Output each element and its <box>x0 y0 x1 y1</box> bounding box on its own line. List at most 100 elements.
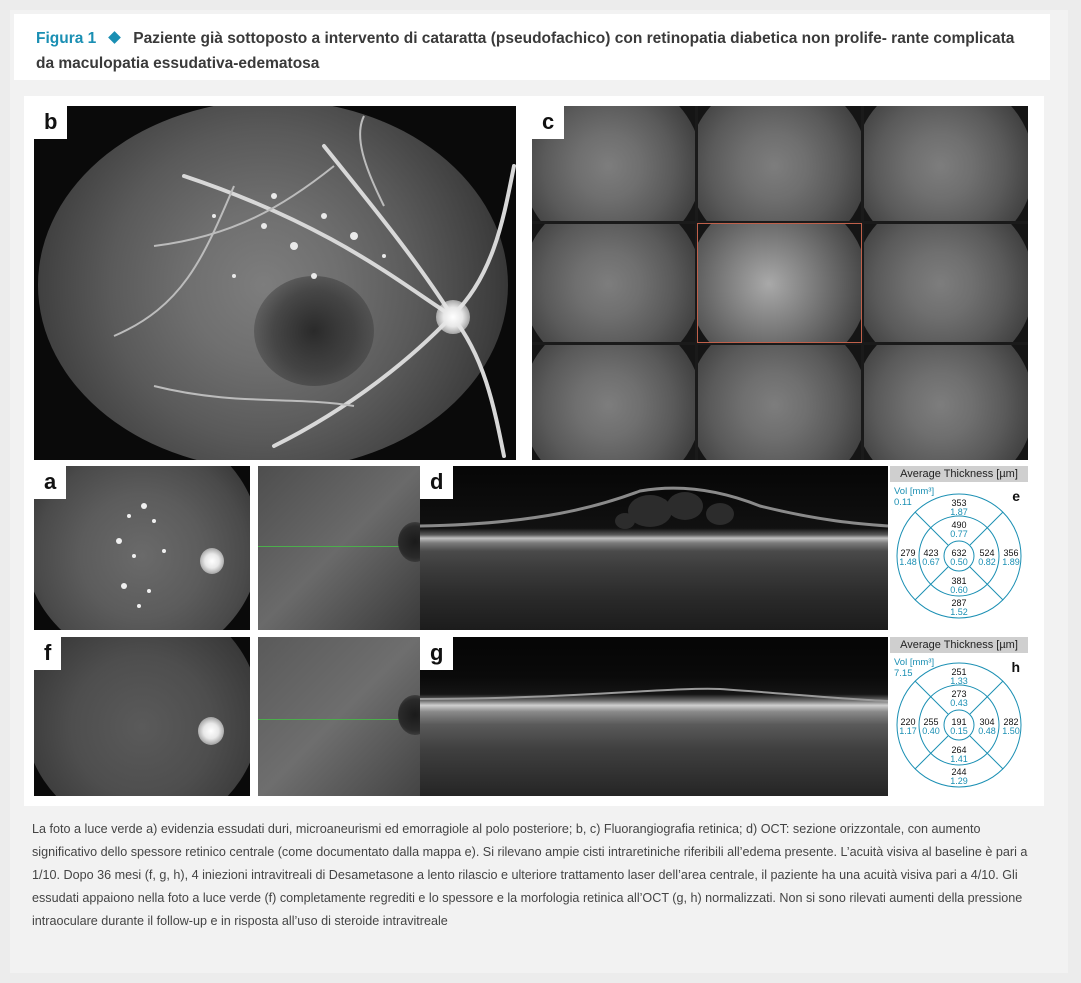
oct-cysts <box>420 486 888 529</box>
montage-fundus <box>698 106 861 221</box>
etdrs-grid-e: 353 1.87 490 0.77 279 1.48 423 0.67 632 … <box>896 493 1022 619</box>
montage-cell <box>864 106 1028 221</box>
optic-disc-ir <box>398 522 420 562</box>
exudates-a <box>116 503 166 608</box>
figure-label: Figura 1 <box>36 30 97 47</box>
optic-disc-b <box>436 300 470 334</box>
right-inner-vol: 0.82 <box>978 557 996 567</box>
ir-scan-image-followup <box>258 637 420 796</box>
montage-cell <box>698 106 861 221</box>
right-outer-value: 282 <box>1003 717 1018 727</box>
left-outer-value: 279 <box>900 548 915 558</box>
montage-fundus <box>698 345 861 460</box>
left-inner-value: 255 <box>923 717 938 727</box>
panel-label-b: b <box>34 106 68 139</box>
bottom-outer-vol: 1.29 <box>950 776 968 786</box>
vessels-b <box>113 115 516 458</box>
top-outer-value: 353 <box>951 498 966 508</box>
montage-fundus <box>532 345 695 460</box>
volume-unit: Vol [mm³] <box>894 657 935 668</box>
volume-label: Vol [mm³] 7.15 <box>894 657 934 679</box>
montage-fundus <box>864 345 1028 460</box>
panel-b-angiography: b <box>34 106 516 460</box>
left-outer-vol: 1.48 <box>899 557 917 567</box>
panel-label-a: a <box>34 466 67 499</box>
right-inner-value: 524 <box>979 548 994 558</box>
panel-label-f: f <box>34 637 62 670</box>
montage-fundus <box>864 106 1028 221</box>
top-outer-value: 251 <box>951 667 966 677</box>
bottom-outer-value: 244 <box>951 767 966 777</box>
left-outer-value: 220 <box>900 717 915 727</box>
left-inner-vol: 0.67 <box>922 557 940 567</box>
montage-cell <box>864 224 1028 342</box>
top-inner-vol: 0.77 <box>950 529 968 539</box>
bottom-inner-value: 264 <box>951 745 966 755</box>
montage-cell-center <box>697 223 862 343</box>
center-value: 191 <box>951 717 966 727</box>
left-inner-value: 423 <box>923 548 938 558</box>
panel-label-h: h <box>1011 659 1020 675</box>
montage-fundus <box>864 224 1028 342</box>
etdrs-grid-h: 251 1.33 273 0.43 220 1.17 255 0.40 191 … <box>896 662 1022 788</box>
bottom-inner-vol: 0.60 <box>950 585 968 595</box>
panel-d-oct-baseline: d <box>420 466 888 630</box>
right-outer-vol: 1.89 <box>1002 557 1020 567</box>
optic-disc-ir-followup <box>398 695 420 735</box>
panel-label-d: d <box>420 466 454 499</box>
bottom-inner-value: 381 <box>951 576 966 586</box>
figure-title-text: Paziente già sottoposto a intervento di … <box>36 30 1015 72</box>
bottom-inner-vol: 1.41 <box>950 754 968 764</box>
montage-cell <box>698 345 861 460</box>
scan-line <box>258 719 420 720</box>
volume-value: 7.15 <box>894 668 913 679</box>
montage-fundus <box>532 224 695 342</box>
fundus-f <box>34 637 250 796</box>
panel-c-montage: c <box>532 106 1028 460</box>
diamond-icon <box>108 31 122 45</box>
thickness-map-header: Average Thickness [µm] <box>890 637 1028 653</box>
right-outer-vol: 1.50 <box>1002 726 1020 736</box>
left-inner-vol: 0.40 <box>922 726 940 736</box>
montage-cell <box>864 345 1028 460</box>
optic-disc-f <box>198 717 224 745</box>
montage-fundus <box>698 224 861 342</box>
top-inner-vol: 0.43 <box>950 698 968 708</box>
center-vol: 0.15 <box>950 726 968 736</box>
macula-dark-area <box>254 276 374 386</box>
oct-profile-followup <box>420 687 888 702</box>
panel-f-green-light-photo: f <box>34 637 250 796</box>
left-outer-vol: 1.17 <box>899 726 917 736</box>
bottom-outer-vol: 1.52 <box>950 607 968 617</box>
center-vol: 0.50 <box>950 557 968 567</box>
panel-e-thickness-map: Average Thickness [µm] Vol [mm³] 0.11 e … <box>890 466 1028 630</box>
scan-line <box>258 546 420 547</box>
panel-h-thickness-map: Average Thickness [µm] Vol [mm³] 7.15 h … <box>890 637 1028 796</box>
top-outer-vol: 1.33 <box>950 676 968 686</box>
top-inner-value: 273 <box>951 689 966 699</box>
montage-cell <box>532 224 695 342</box>
panel-label-c: c <box>532 106 565 139</box>
panel-g-oct-followup: g <box>420 637 888 796</box>
top-outer-vol: 1.87 <box>950 507 968 517</box>
volume-value: 0.11 <box>894 497 912 508</box>
montage-cell <box>532 345 695 460</box>
top-inner-value: 490 <box>951 520 966 530</box>
bottom-outer-value: 287 <box>951 598 966 608</box>
right-outer-value: 356 <box>1003 548 1018 558</box>
right-inner-vol: 0.48 <box>978 726 996 736</box>
panel-a-green-light-photo: a <box>34 466 250 630</box>
ir-scan-image-baseline <box>258 466 420 630</box>
volume-label: Vol [mm³] 0.11 <box>894 486 934 508</box>
right-inner-value: 304 <box>979 717 994 727</box>
figure-caption-body: La foto a luce verde a) evidenzia essuda… <box>32 822 1028 928</box>
center-value: 632 <box>951 548 966 558</box>
montage-cell <box>532 106 695 221</box>
optic-disc-a <box>200 548 224 574</box>
panel-label-e: e <box>1012 488 1020 504</box>
volume-unit: Vol [mm³] <box>894 486 935 497</box>
thickness-map-header: Average Thickness [µm] <box>890 466 1028 482</box>
figure-panels: b c a <box>24 96 1044 806</box>
